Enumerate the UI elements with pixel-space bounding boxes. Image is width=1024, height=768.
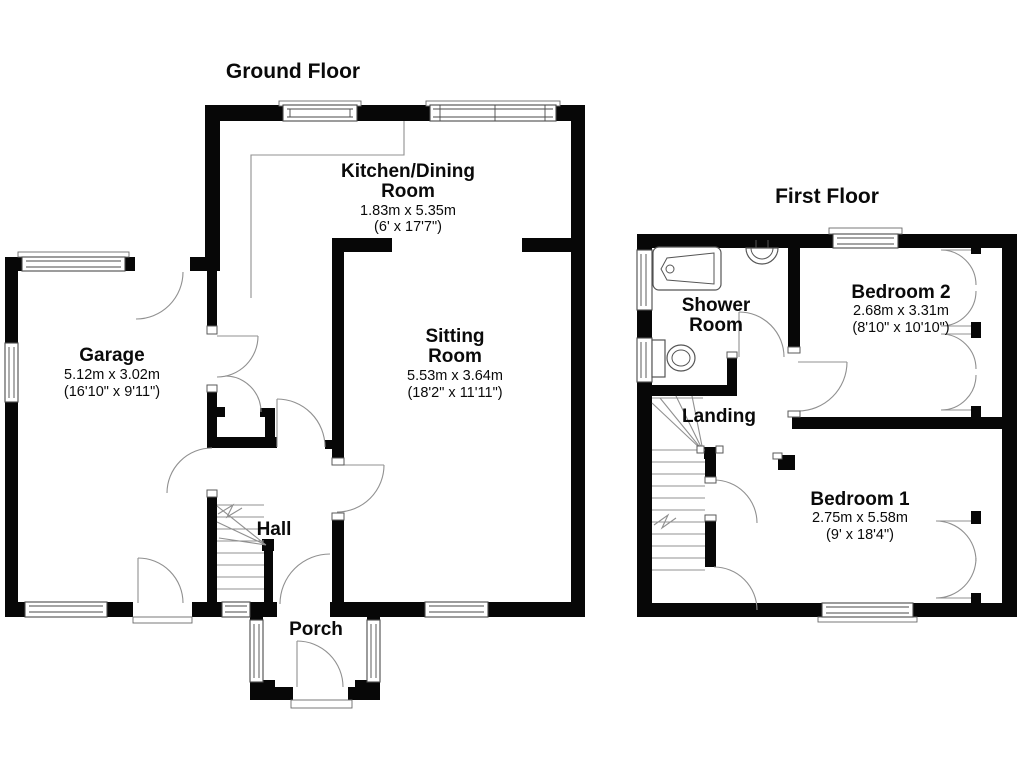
kitchen-label-line2: Room <box>381 181 435 202</box>
ground-floor-plan: Ground Floor Kitchen/Dining Room 1.83m x… <box>4 60 585 709</box>
shower-door-arc <box>738 311 785 358</box>
sitting-label-line2: Room <box>428 346 482 367</box>
shower-room-fixtures <box>651 240 779 378</box>
bath-drain <box>665 264 675 274</box>
landing-label: Landing <box>682 406 756 427</box>
ground-floor-walls <box>5 105 585 700</box>
kitchen-label-line1: Kitchen/Dining <box>341 161 475 182</box>
window <box>221 601 251 618</box>
door-arc <box>216 335 259 378</box>
toilet-bowl-inner <box>671 349 691 367</box>
wardrobe-door-arc <box>940 333 977 370</box>
window <box>424 601 489 618</box>
door-arc <box>276 398 326 448</box>
window <box>636 249 653 311</box>
bedroom2-dim-imperial: (8'10" x 10'10") <box>852 320 949 336</box>
wardrobe-door-arc <box>940 290 977 327</box>
first-floor-walls <box>637 234 1017 617</box>
sink <box>745 247 779 265</box>
window <box>429 104 557 122</box>
window-sill <box>817 616 918 623</box>
garage-dim-metric: 5.12m x 3.02m <box>64 367 160 383</box>
ground-floor-stairs <box>216 503 267 590</box>
door-arc <box>137 557 184 604</box>
door-arc <box>135 271 184 320</box>
bedroom1-dim-metric: 2.75m x 5.58m <box>812 510 908 526</box>
bedroom1-door-arc <box>713 479 758 524</box>
ground-floor-doors <box>135 271 385 688</box>
toilet-cistern <box>651 339 666 378</box>
first-floor-labels: First Floor Shower Room Bedroom 2 2.68m … <box>682 185 951 543</box>
wardrobe-door-arc <box>935 557 977 599</box>
garage-label: Garage <box>79 345 144 366</box>
stair-break-line <box>653 513 677 530</box>
toilet-bowl <box>666 344 696 372</box>
window <box>282 104 358 122</box>
first-floor-windows <box>636 227 918 623</box>
ground-floor-title: Ground Floor <box>226 60 360 83</box>
sink-inner <box>750 247 774 260</box>
door-arc <box>336 464 385 513</box>
stair-break-line <box>217 503 243 519</box>
kitchen-counter <box>250 121 405 298</box>
door-arc <box>224 375 262 413</box>
kitchen-dim-metric: 1.83m x 5.35m <box>360 203 456 219</box>
first-floor-doors <box>704 249 977 611</box>
door-arc <box>166 447 213 494</box>
bedroom1-label: Bedroom 1 <box>810 489 910 510</box>
porch-label: Porch <box>289 619 343 640</box>
front-door-arc <box>279 553 331 605</box>
bedroom2-dim-metric: 2.68m x 3.31m <box>853 303 949 319</box>
bedroom2-door-arc <box>797 361 848 412</box>
ground-floor-labels: Ground Floor Kitchen/Dining Room 1.83m x… <box>64 60 503 640</box>
ground-floor-windows <box>4 100 561 709</box>
wardrobe-door-arc <box>935 520 977 562</box>
sitting-dim-metric: 5.53m x 3.64m <box>407 368 503 384</box>
door-step <box>290 699 353 709</box>
wardrobe-door-arc <box>940 249 977 286</box>
window <box>249 619 264 683</box>
window <box>821 602 914 618</box>
window <box>636 337 653 383</box>
window <box>366 619 381 683</box>
window-sill <box>17 251 130 258</box>
first-floor-stairs <box>651 395 724 571</box>
door-threshold <box>132 616 193 624</box>
wardrobe-door-arc <box>940 374 977 411</box>
cupboard-door-arc <box>713 566 758 611</box>
sitting-label-line1: Sitting <box>425 326 484 347</box>
window <box>21 256 126 272</box>
window <box>24 601 108 618</box>
sink-taps <box>755 240 769 248</box>
window-sill <box>828 227 903 235</box>
bedroom1-dim-imperial: (9' x 18'4") <box>826 527 894 543</box>
sitting-dim-imperial: (18'2" x 11'11") <box>407 385 502 401</box>
porch-door-arc <box>296 640 344 688</box>
hall-label: Hall <box>257 519 292 540</box>
shower-room-label-line2: Room <box>689 315 743 336</box>
first-floor-plan: First Floor Shower Room Bedroom 2 2.68m … <box>636 185 1017 623</box>
shower-room-label-line1: Shower <box>682 295 751 316</box>
kitchen-dim-imperial: (6' x 17'7") <box>374 219 442 235</box>
window <box>832 233 899 249</box>
garage-dim-imperial: (16'10" x 9'11") <box>64 384 160 400</box>
bedroom2-label: Bedroom 2 <box>851 282 950 303</box>
window <box>4 342 19 403</box>
first-floor-title: First Floor <box>775 185 879 208</box>
bath-inner <box>660 252 715 285</box>
